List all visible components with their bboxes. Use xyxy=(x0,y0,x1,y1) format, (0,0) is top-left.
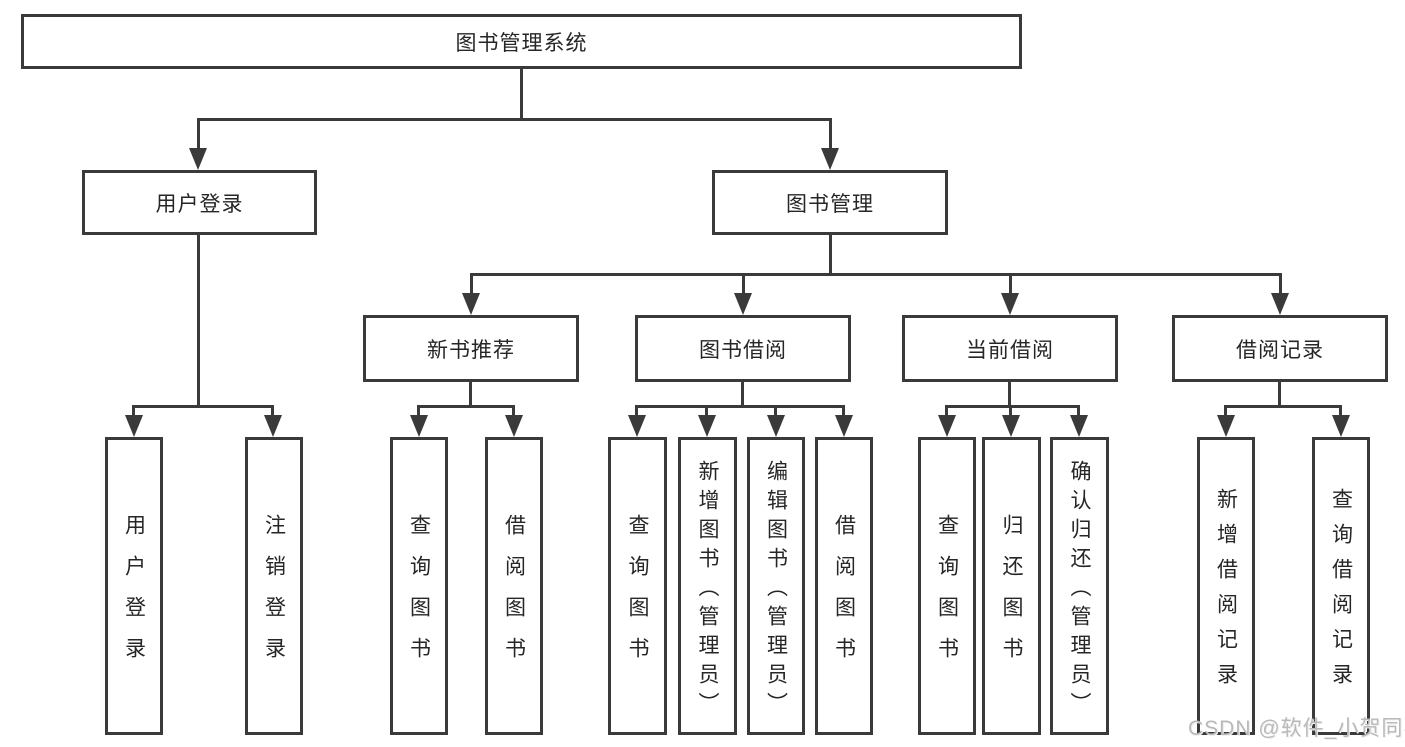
node-leaf-borrowing-query-books: 查询图书 xyxy=(608,437,667,735)
node-label: 图书管理系统 xyxy=(455,31,588,55)
node-label: 编辑图书（管理员） xyxy=(764,459,788,721)
node-leaf-logout: 注销登录 xyxy=(245,437,303,735)
connector-line xyxy=(1009,273,1012,298)
arrowhead-down-icon xyxy=(1002,415,1020,437)
arrowhead-down-icon xyxy=(264,415,282,437)
node-label: 注销登录 xyxy=(262,514,286,678)
arrowhead-down-icon xyxy=(1070,415,1088,437)
connector-line xyxy=(742,273,745,298)
connector-line xyxy=(774,405,777,419)
node-new-book-recommendation: 新书推荐 xyxy=(363,315,579,382)
arrowhead-down-icon xyxy=(189,148,207,170)
node-label: 查询图书 xyxy=(935,514,959,678)
connector-line xyxy=(417,405,420,419)
connector-line xyxy=(520,69,523,119)
arrowhead-down-icon xyxy=(1332,415,1350,437)
node-label: 当前借阅 xyxy=(966,338,1054,362)
node-leaf-confirm-return-admin: 确认归还（管理员） xyxy=(1050,437,1109,735)
connector-line xyxy=(741,382,744,408)
arrowhead-down-icon xyxy=(410,415,428,437)
node-leaf-return-books: 归还图书 xyxy=(982,437,1041,735)
arrowhead-down-icon xyxy=(734,293,752,315)
connector-line xyxy=(132,405,274,408)
node-leaf-add-borrow-record: 新增借阅记录 xyxy=(1197,437,1255,735)
node-current-borrowing: 当前借阅 xyxy=(902,315,1118,382)
connector-line xyxy=(197,119,200,153)
arrowhead-down-icon xyxy=(1217,415,1235,437)
node-borrowing-records: 借阅记录 xyxy=(1172,315,1388,382)
node-label: 用户登录 xyxy=(122,514,146,678)
arrowhead-down-icon xyxy=(1271,293,1289,315)
node-label: 图书管理 xyxy=(786,192,874,216)
connector-line xyxy=(829,235,832,276)
node-label: 查询图书 xyxy=(407,514,431,678)
node-label: 借阅图书 xyxy=(502,514,526,678)
arrowhead-down-icon xyxy=(835,415,853,437)
connector-line xyxy=(271,405,274,419)
connector-line xyxy=(512,405,515,419)
node-leaf-edit-books-admin: 编辑图书（管理员） xyxy=(747,437,805,735)
connector-line xyxy=(1008,382,1011,408)
connector-line xyxy=(1339,405,1342,419)
node-label: 新增图书（管理员） xyxy=(696,459,719,721)
node-label: 归还图书 xyxy=(1000,514,1023,678)
node-label: 新增借阅记录 xyxy=(1214,488,1238,698)
node-leaf-add-books-admin: 新增图书（管理员） xyxy=(678,437,737,735)
connector-line xyxy=(842,405,845,419)
node-book-management-branch: 图书管理 xyxy=(712,170,948,235)
arrowhead-down-icon xyxy=(125,415,143,437)
node-leaf-query-borrow-record: 查询借阅记录 xyxy=(1312,437,1370,735)
connector-line xyxy=(1279,273,1282,298)
arrowhead-down-icon xyxy=(938,415,956,437)
connector-line xyxy=(1077,405,1080,419)
node-label: 查询图书 xyxy=(626,514,649,678)
arrowhead-down-icon xyxy=(767,415,785,437)
connector-line xyxy=(1009,405,1012,419)
node-leaf-newbook-query-books: 查询图书 xyxy=(390,437,448,735)
node-label: 借阅图书 xyxy=(832,514,856,678)
node-label: 图书借阅 xyxy=(699,338,787,362)
node-label: 借阅记录 xyxy=(1236,338,1324,362)
connector-line xyxy=(1278,382,1281,408)
connector-line xyxy=(417,405,515,408)
arrowhead-down-icon xyxy=(628,415,646,437)
connector-line xyxy=(470,273,473,298)
connector-line xyxy=(469,382,472,408)
connector-line xyxy=(945,405,1080,408)
node-book-borrowing: 图书借阅 xyxy=(635,315,851,382)
node-root-library-management-system: 图书管理系统 xyxy=(21,14,1022,69)
connector-line xyxy=(705,405,708,419)
connector-line xyxy=(635,405,845,408)
csdn-watermark: CSDN @软件_小贺同学 xyxy=(1188,717,1405,740)
connector-line xyxy=(1224,405,1342,408)
node-leaf-user-login: 用户登录 xyxy=(105,437,163,735)
connector-line xyxy=(132,405,135,419)
arrowhead-down-icon xyxy=(1001,293,1019,315)
node-label: 查询借阅记录 xyxy=(1329,488,1353,698)
arrowhead-down-icon xyxy=(462,293,480,315)
node-label: 新书推荐 xyxy=(427,338,515,362)
arrowhead-down-icon xyxy=(698,415,716,437)
arrowhead-down-icon xyxy=(821,148,839,170)
node-label: 用户登录 xyxy=(155,192,244,216)
node-leaf-current-query-books: 查询图书 xyxy=(918,437,976,735)
connector-line xyxy=(1224,405,1227,419)
connector-line xyxy=(197,118,832,121)
node-user-login-branch: 用户登录 xyxy=(82,170,317,235)
node-leaf-newbook-borrow-books: 借阅图书 xyxy=(485,437,543,735)
arrowhead-down-icon xyxy=(505,415,523,437)
connector-line xyxy=(635,405,638,419)
connector-line xyxy=(470,273,1282,276)
connector-line xyxy=(197,235,200,408)
node-label: 确认归还（管理员） xyxy=(1068,459,1091,721)
connector-line xyxy=(945,405,948,419)
connector-line xyxy=(829,119,832,153)
node-leaf-borrowing-borrow-books: 借阅图书 xyxy=(815,437,873,735)
